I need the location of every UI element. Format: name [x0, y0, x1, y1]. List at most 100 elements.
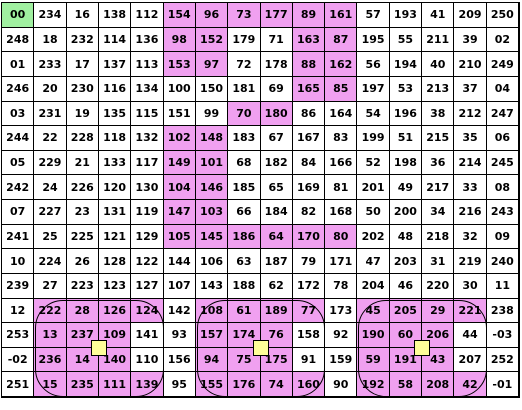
- grid-cell-r15-c6[interactable]: 155: [195, 372, 229, 397]
- grid-cell-r2-c11[interactable]: 56: [357, 52, 390, 77]
- grid-cell-r2-c14[interactable]: 210: [454, 52, 487, 77]
- grid-cell-r2-c10[interactable]: 162: [325, 52, 358, 77]
- grid-cell-r5-c11[interactable]: 199: [357, 126, 390, 151]
- grid-cell-r9-c2[interactable]: 225: [66, 224, 99, 250]
- grid-cell-r1-c15[interactable]: 02: [486, 27, 519, 53]
- grid-cell-r0-c14[interactable]: 209: [454, 3, 487, 28]
- grid-cell-r15-c3[interactable]: 111: [98, 372, 132, 397]
- grid-cell-r15-c10[interactable]: 90: [325, 372, 358, 397]
- grid-cell-r5-c2[interactable]: 228: [66, 126, 99, 151]
- grid-cell-r13-c6[interactable]: 157: [195, 323, 229, 348]
- grid-cell-r1-c13[interactable]: 211: [422, 27, 455, 53]
- grid-cell-r7-c7[interactable]: 185: [228, 175, 261, 200]
- grid-cell-r13-c9[interactable]: 158: [292, 323, 326, 348]
- grid-cell-r7-c6[interactable]: 146: [195, 175, 229, 200]
- grid-cell-r1-c3[interactable]: 114: [98, 27, 132, 53]
- grid-cell-r10-c13[interactable]: 31: [422, 249, 455, 274]
- grid-cell-r5-c13[interactable]: 215: [422, 126, 455, 151]
- grid-cell-r2-c0[interactable]: 01: [2, 52, 35, 77]
- grid-cell-r14-c15[interactable]: 252: [486, 347, 519, 373]
- grid-cell-r12-c3[interactable]: 126: [98, 298, 132, 324]
- grid-cell-r1-c4[interactable]: 136: [131, 27, 164, 53]
- grid-cell-r5-c6[interactable]: 148: [195, 126, 229, 151]
- grid-cell-r13-c0[interactable]: 253: [2, 323, 35, 348]
- grid-cell-r6-c15[interactable]: 245: [486, 150, 519, 176]
- grid-cell-r10-c5[interactable]: 144: [163, 249, 196, 274]
- grid-cell-r3-c6[interactable]: 150: [195, 76, 229, 102]
- grid-cell-r4-c1[interactable]: 231: [34, 101, 67, 127]
- grid-cell-r11-c4[interactable]: 127: [131, 273, 164, 299]
- grid-cell-r12-c12[interactable]: 205: [389, 298, 423, 324]
- grid-cell-r8-c15[interactable]: 243: [486, 200, 519, 225]
- grid-cell-r10-c8[interactable]: 187: [260, 249, 293, 274]
- grid-cell-r13-c11[interactable]: 190: [357, 323, 390, 348]
- grid-cell-r15-c5[interactable]: 95: [163, 372, 196, 397]
- grid-cell-r9-c10[interactable]: 80: [325, 224, 358, 250]
- grid-cell-r7-c4[interactable]: 130: [131, 175, 164, 200]
- grid-cell-r15-c7[interactable]: 176: [228, 372, 261, 397]
- grid-cell-r0-c1[interactable]: 234: [34, 3, 67, 28]
- grid-cell-r9-c14[interactable]: 32: [454, 224, 487, 250]
- grid-cell-r12-c10[interactable]: 173: [325, 298, 358, 324]
- grid-cell-r2-c2[interactable]: 17: [66, 52, 99, 77]
- grid-cell-r8-c13[interactable]: 34: [422, 200, 455, 225]
- grid-cell-r10-c14[interactable]: 219: [454, 249, 487, 274]
- grid-cell-r7-c1[interactable]: 24: [34, 175, 67, 200]
- grid-cell-r3-c5[interactable]: 100: [163, 76, 196, 102]
- grid-cell-r1-c11[interactable]: 195: [357, 27, 390, 53]
- grid-cell-r14-c9[interactable]: 91: [292, 347, 326, 373]
- grid-cell-r14-c5[interactable]: 156: [163, 347, 196, 373]
- grid-cell-r0-c9[interactable]: 89: [292, 3, 326, 28]
- grid-cell-r12-c1[interactable]: 222: [34, 298, 67, 324]
- grid-cell-r8-c14[interactable]: 216: [454, 200, 487, 225]
- grid-cell-r2-c7[interactable]: 72: [228, 52, 261, 77]
- grid-cell-r15-c15[interactable]: -01: [486, 372, 519, 397]
- grid-cell-r12-c2[interactable]: 28: [66, 298, 99, 324]
- grid-cell-r1-c7[interactable]: 179: [228, 27, 261, 53]
- grid-cell-r1-c1[interactable]: 18: [34, 27, 67, 53]
- grid-cell-r11-c15[interactable]: 11: [486, 273, 519, 299]
- grid-cell-r3-c15[interactable]: 04: [486, 76, 519, 102]
- grid-cell-r0-c11[interactable]: 57: [357, 3, 390, 28]
- grid-cell-r14-c11[interactable]: 59: [357, 347, 390, 373]
- grid-cell-r4-c0[interactable]: 03: [2, 101, 35, 127]
- grid-cell-r0-c12[interactable]: 193: [389, 3, 423, 28]
- grid-cell-r12-c11[interactable]: 45: [357, 298, 390, 324]
- grid-cell-r8-c1[interactable]: 227: [34, 200, 67, 225]
- grid-cell-r13-c10[interactable]: 92: [325, 323, 358, 348]
- grid-cell-r13-c14[interactable]: 44: [454, 323, 487, 348]
- grid-cell-r11-c12[interactable]: 46: [389, 273, 423, 299]
- grid-cell-r10-c15[interactable]: 240: [486, 249, 519, 274]
- grid-cell-r2-c15[interactable]: 249: [486, 52, 519, 77]
- grid-cell-r6-c1[interactable]: 229: [34, 150, 67, 176]
- grid-cell-r15-c4[interactable]: 139: [131, 372, 164, 397]
- grid-cell-r15-c8[interactable]: 74: [260, 372, 293, 397]
- grid-cell-r4-c3[interactable]: 135: [98, 101, 132, 127]
- grid-cell-r6-c10[interactable]: 166: [325, 150, 358, 176]
- grid-cell-r5-c1[interactable]: 22: [34, 126, 67, 151]
- grid-cell-r6-c8[interactable]: 182: [260, 150, 293, 176]
- grid-cell-r10-c2[interactable]: 26: [66, 249, 99, 274]
- grid-cell-r0-c8[interactable]: 177: [260, 3, 293, 28]
- grid-cell-r5-c8[interactable]: 67: [260, 126, 293, 151]
- grid-cell-r12-c9[interactable]: 77: [292, 298, 326, 324]
- grid-cell-r4-c6[interactable]: 99: [195, 101, 229, 127]
- grid-cell-r15-c0[interactable]: 251: [2, 372, 35, 397]
- grid-cell-r0-c7[interactable]: 73: [228, 3, 261, 28]
- grid-cell-r11-c11[interactable]: 204: [357, 273, 390, 299]
- grid-cell-r11-c7[interactable]: 188: [228, 273, 261, 299]
- grid-cell-r3-c14[interactable]: 37: [454, 76, 487, 102]
- grid-cell-r10-c9[interactable]: 79: [292, 249, 326, 274]
- grid-cell-r8-c3[interactable]: 131: [98, 200, 132, 225]
- grid-cell-r15-c13[interactable]: 208: [422, 372, 455, 397]
- grid-cell-r4-c5[interactable]: 151: [163, 101, 196, 127]
- grid-cell-r3-c4[interactable]: 134: [131, 76, 164, 102]
- grid-cell-r6-c3[interactable]: 133: [98, 150, 132, 176]
- grid-cell-r12-c7[interactable]: 61: [228, 298, 261, 324]
- grid-cell-r12-c8[interactable]: 189: [260, 298, 293, 324]
- grid-cell-r0-c13[interactable]: 41: [422, 3, 455, 28]
- grid-cell-r7-c2[interactable]: 226: [66, 175, 99, 200]
- grid-cell-r10-c7[interactable]: 63: [228, 249, 261, 274]
- grid-cell-r6-c9[interactable]: 84: [292, 150, 326, 176]
- grid-cell-r13-c15[interactable]: -03: [486, 323, 519, 348]
